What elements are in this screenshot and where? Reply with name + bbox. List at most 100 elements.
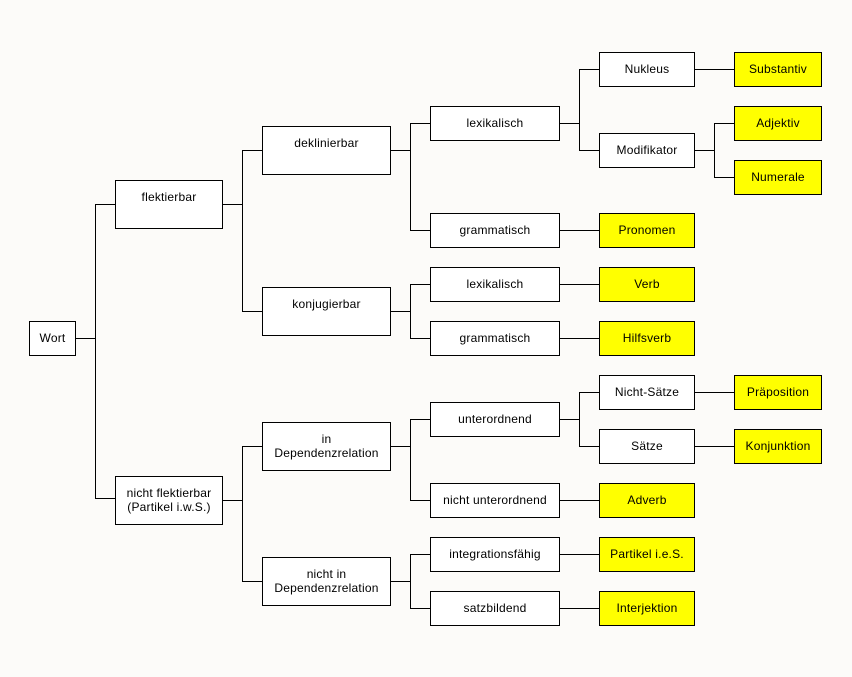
node-label: in Dependenzrelation	[274, 432, 379, 460]
node-nicht-saetze: Nicht-Sätze	[599, 375, 695, 410]
connector	[223, 500, 243, 501]
node-label: Sätze	[631, 439, 663, 453]
leaf-verb: Verb	[599, 267, 695, 302]
node-label: lexikalisch	[466, 116, 524, 130]
connector	[391, 446, 411, 447]
connector	[95, 204, 96, 499]
leaf-label: Pronomen	[618, 223, 676, 237]
connector	[560, 338, 599, 339]
connector	[95, 498, 115, 499]
leaf-hilfsverb: Hilfsverb	[599, 321, 695, 356]
node-in-dependenzrelation: in Dependenzrelation	[262, 422, 391, 471]
node-deklinierbar: deklinierbar	[262, 126, 391, 175]
node-label: satzbildend	[463, 601, 527, 615]
connector	[242, 446, 243, 582]
node-label: nicht in Dependenzrelation	[274, 567, 379, 595]
connector	[410, 230, 430, 231]
connector	[714, 177, 734, 178]
connector	[410, 500, 430, 501]
connector	[714, 123, 734, 124]
leaf-label: Adjektiv	[756, 116, 800, 130]
connector	[410, 608, 430, 609]
node-label: integrationsfähig	[449, 547, 541, 561]
leaf-substantiv: Substantiv	[734, 52, 822, 87]
connector	[579, 392, 599, 393]
connector	[579, 446, 599, 447]
connector	[560, 554, 599, 555]
connector	[410, 419, 430, 420]
leaf-partikel-ies: Partikel i.e.S.	[599, 537, 695, 572]
leaf-interjektion: Interjektion	[599, 591, 695, 626]
node-label: Nukleus	[624, 62, 670, 76]
connector	[410, 419, 411, 501]
leaf-praeposition: Präposition	[734, 375, 822, 410]
node-label: Modifikator	[616, 143, 678, 157]
node-konj-grammatisch: grammatisch	[430, 321, 560, 356]
connector	[695, 69, 734, 70]
leaf-pronomen: Pronomen	[599, 213, 695, 248]
node-wort: Wort	[29, 321, 76, 356]
node-dekl-grammatisch: grammatisch	[430, 213, 560, 248]
node-label: nicht flektierbar (Partikel i.w.S.)	[126, 486, 212, 514]
node-konjugierbar: konjugierbar	[262, 287, 391, 336]
leaf-label: Präposition	[746, 385, 810, 399]
node-label: unterordnend	[458, 412, 532, 426]
node-label: Nicht-Sätze	[614, 385, 680, 399]
node-satzbildend: satzbildend	[430, 591, 560, 626]
leaf-adjektiv: Adjektiv	[734, 106, 822, 141]
leaf-konjunktion: Konjunktion	[734, 429, 822, 464]
node-label: nicht unterordnend	[443, 493, 547, 507]
connector	[242, 150, 243, 312]
leaf-label: Hilfsverb	[622, 331, 672, 345]
node-label: konjugierbar	[292, 297, 361, 311]
connector	[410, 123, 430, 124]
node-label: flektierbar	[141, 190, 197, 204]
connector	[560, 500, 599, 501]
connector	[410, 123, 411, 231]
connector	[579, 392, 580, 447]
node-modifikator: Modifikator	[599, 133, 695, 168]
connector	[560, 123, 580, 124]
node-label: grammatisch	[459, 223, 531, 237]
connector	[410, 554, 411, 609]
leaf-label: Verb	[634, 277, 660, 291]
connector	[410, 284, 430, 285]
connector	[560, 284, 599, 285]
connector	[579, 69, 580, 151]
node-label: Wort	[39, 331, 66, 345]
connector	[242, 150, 262, 151]
node-integrationsfaehig: integrationsfähig	[430, 537, 560, 572]
connector	[410, 554, 430, 555]
leaf-adverb: Adverb	[599, 483, 695, 518]
connector	[410, 284, 411, 339]
connector	[714, 123, 715, 178]
leaf-label: Konjunktion	[745, 439, 811, 453]
connector	[76, 338, 96, 339]
node-unterordnend: unterordnend	[430, 402, 560, 437]
connector	[410, 338, 430, 339]
connector	[95, 204, 115, 205]
leaf-label: Interjektion	[616, 601, 678, 615]
connector	[695, 150, 715, 151]
connector	[391, 150, 411, 151]
leaf-numerale: Numerale	[734, 160, 822, 195]
connector	[579, 69, 599, 70]
node-label: deklinierbar	[294, 136, 359, 150]
node-nicht-in-dependenzrelation: nicht in Dependenzrelation	[262, 557, 391, 606]
connector	[560, 419, 580, 420]
node-flektierbar: flektierbar	[115, 180, 223, 229]
node-nicht-flektierbar: nicht flektierbar (Partikel i.w.S.)	[115, 476, 223, 525]
connector	[560, 608, 599, 609]
node-saetze: Sätze	[599, 429, 695, 464]
connector	[560, 230, 599, 231]
node-nukleus: Nukleus	[599, 52, 695, 87]
node-nicht-unterordnend: nicht unterordnend	[430, 483, 560, 518]
leaf-label: Adverb	[627, 493, 667, 507]
connector	[223, 204, 243, 205]
leaf-label: Numerale	[751, 170, 805, 184]
connector	[391, 311, 411, 312]
connector	[242, 311, 262, 312]
connector	[695, 392, 734, 393]
connector	[695, 446, 734, 447]
